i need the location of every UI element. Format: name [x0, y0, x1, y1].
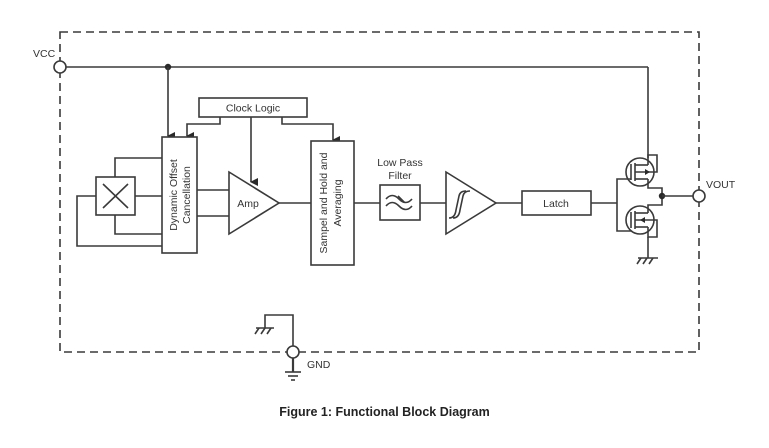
sh-label-line1: Sampel and Hold and [318, 152, 330, 253]
earth-ground-icon [285, 371, 301, 381]
vcc-pin [53, 60, 67, 74]
nmos-transistor-icon [625, 196, 663, 258]
pmos-transistor-icon [625, 154, 663, 196]
schmitt-trigger-icon [448, 190, 471, 219]
clock-logic-label: Clock Logic [226, 103, 280, 115]
sample-hold-averaging-block [310, 140, 355, 266]
figure-caption: Figure 1: Functional Block Diagram [279, 405, 490, 419]
amplifier [228, 170, 281, 236]
gnd-connection [254, 314, 301, 381]
vcc-rail [66, 63, 649, 158]
doc-label-line2: Cancellation [181, 166, 193, 224]
low-pass-wave-icon [385, 194, 413, 211]
gnd-pin [286, 345, 300, 359]
clock-logic-block [198, 97, 308, 118]
vout-label: VOUT [706, 179, 736, 191]
hall-element [76, 157, 162, 247]
ground-icon [636, 257, 658, 265]
latch-label: Latch [543, 198, 569, 210]
amp-label: Amp [237, 198, 259, 210]
vcc-label: VCC [33, 48, 56, 60]
latch-block [521, 190, 592, 216]
sh-label-line2: Averaging [332, 179, 344, 226]
ground-icon [254, 327, 274, 335]
dynamic-offset-cancellation-block [161, 136, 198, 254]
doc-label-line1: Dynamic Offset [168, 159, 180, 231]
low-pass-filter-block [379, 184, 421, 221]
output-stage [591, 154, 693, 265]
vout-pin [692, 189, 706, 203]
clock-lines [186, 117, 340, 186]
gnd-label: GND [307, 359, 331, 371]
lpf-label-line1: Low Pass [377, 157, 423, 169]
schmitt-trigger [445, 170, 498, 236]
lpf-label-line2: Filter [388, 170, 412, 182]
